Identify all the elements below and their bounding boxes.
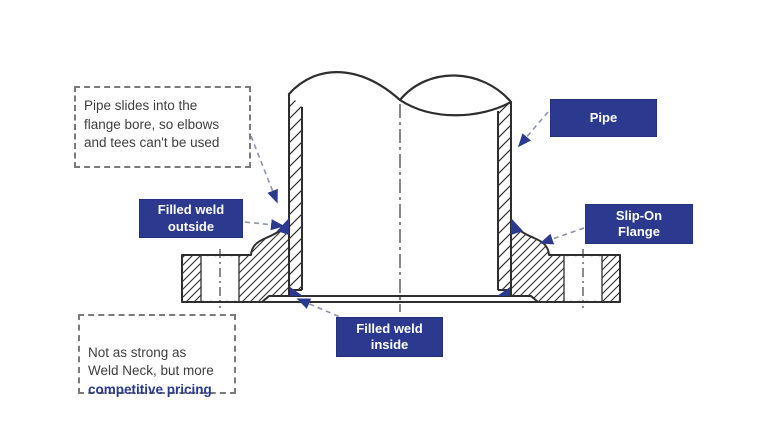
pipe-wall-edges — [288, 94, 512, 291]
pipe-wall-left — [289, 94, 302, 290]
leader-arrow-note-top — [250, 135, 278, 204]
bolt-hole-right — [563, 249, 603, 308]
weld-fillet-inside-right — [497, 287, 510, 296]
pipe-wall-right — [498, 102, 511, 290]
note-pricing-accent: competitive pricing — [88, 381, 212, 397]
leader-arrow-weld-outside — [244, 219, 285, 231]
bolt-hole-left — [200, 249, 240, 308]
leader-arrow-slip-on-flange — [539, 227, 585, 245]
label-filled-weld-inside: Filled weld inside — [336, 317, 443, 357]
leader-arrow-pipe — [517, 111, 549, 148]
weld-fillet-inside-left — [290, 287, 303, 296]
note-pricing-text: Not as strong as Weld Neck, but more — [88, 344, 214, 379]
pipe-break-curves — [287, 71, 513, 117]
label-slip-on-flange: Slip-On Flange — [585, 204, 693, 244]
label-pipe: Pipe — [550, 99, 657, 137]
note-pricing: Not as strong as Weld Neck, but more com… — [78, 314, 236, 397]
label-filled-weld-outside: Filled weld outside — [139, 199, 243, 238]
note-pipe-slides: Pipe slides into the flange bore, so elb… — [74, 86, 251, 168]
weld-fillet-outside-right — [511, 218, 523, 235]
